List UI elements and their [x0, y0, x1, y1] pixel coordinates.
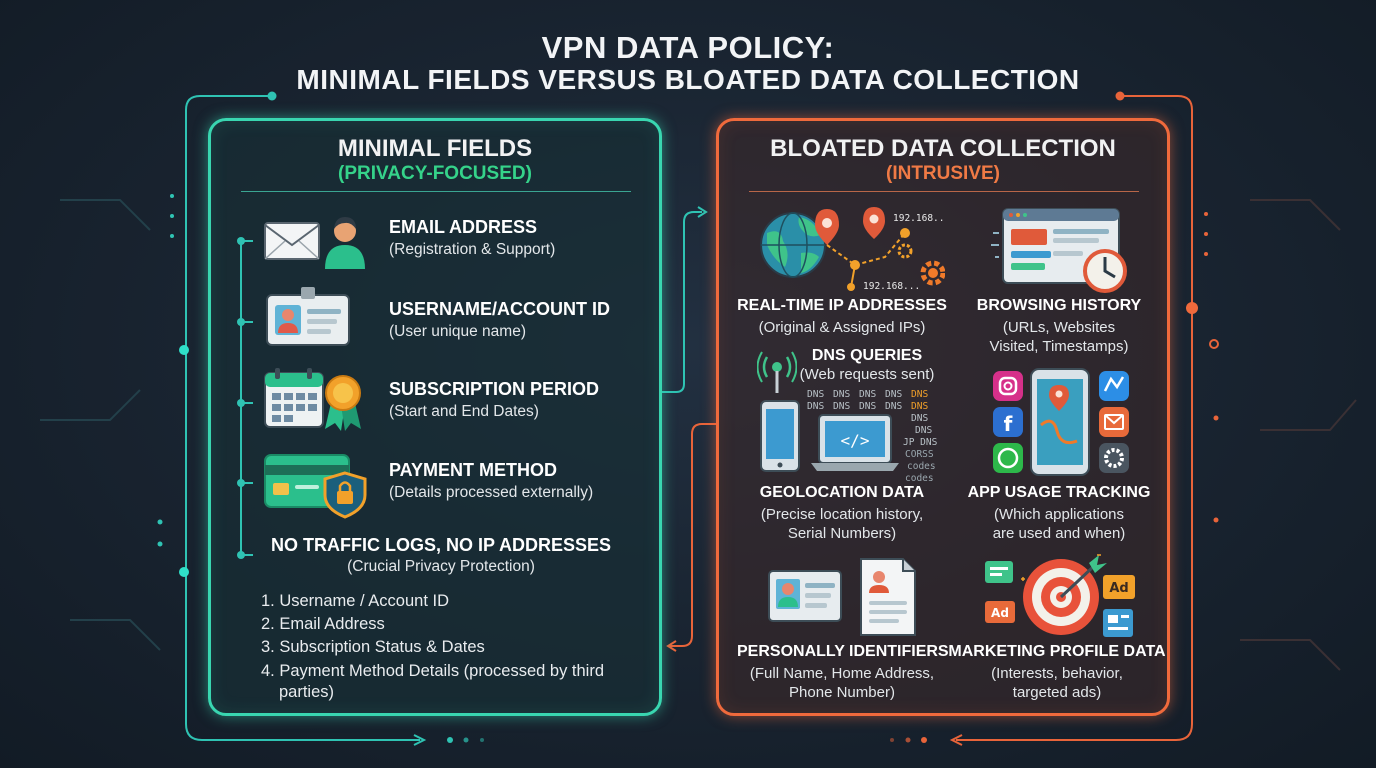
item-desc: (Precise location history,	[760, 506, 924, 523]
svg-text:DNS: DNS	[833, 401, 850, 412]
svg-text:DNS: DNS	[911, 389, 928, 400]
item-desc: (Interests, behavior,	[991, 665, 1123, 682]
item-connector-bracket	[237, 237, 253, 559]
target-ads-icon: Ad Ad	[985, 554, 1135, 637]
svg-text:DNS: DNS	[911, 413, 928, 424]
list-item: 1. Username / Account ID	[261, 592, 450, 610]
item-title: REAL-TIME IP ADDRESSES	[737, 297, 947, 314]
calendar-badge-icon	[264, 368, 361, 431]
id-card-icon	[266, 287, 350, 346]
svg-text:DNS: DNS	[885, 389, 902, 400]
svg-text:DNS: DNS	[859, 401, 876, 412]
item-desc: Visited, Timestamps)	[989, 338, 1129, 355]
bloated-data-panel: BLOATED DATA COLLECTION (INTRUSIVE) 192.…	[716, 118, 1170, 716]
item-desc: are used and when)	[992, 525, 1126, 542]
envelope-user-icon	[264, 217, 365, 269]
svg-text:codes: codes	[905, 473, 934, 481]
list-item: parties)	[279, 683, 335, 701]
item-title: SUBSCRIPTION PERIOD	[389, 379, 600, 399]
item-desc: (Full Name, Home Address,	[749, 665, 935, 682]
panel-divider	[749, 191, 1139, 192]
item-desc: Phone Number)	[789, 684, 895, 701]
svg-text:codes: codes	[907, 461, 936, 472]
minimal-fields-panel: MINIMAL FIELDS (PRIVACY-FOCUSED) EMAIL A…	[208, 118, 662, 716]
svg-text:CORSS: CORSS	[905, 449, 934, 460]
main-title-line2: MINIMAL FIELDS VERSUS BLOATED DATA COLLE…	[296, 64, 1080, 95]
item-title: EMAIL ADDRESS	[389, 217, 538, 237]
list-item: 2. Email Address	[261, 615, 385, 633]
panel-divider	[241, 191, 631, 192]
main-title-line1: VPN DATA POLICY:	[541, 30, 835, 65]
panel-subtitle: (PRIVACY-FOCUSED)	[338, 163, 532, 184]
antenna-icon	[757, 351, 797, 393]
svg-text:DNS: DNS	[807, 389, 824, 400]
svg-text:JP DNS: JP DNS	[903, 437, 938, 448]
item-desc: (URLs, Websites	[1002, 319, 1116, 336]
panel-title: BLOATED DATA COLLECTION	[770, 135, 1116, 162]
item-desc: (Details processed externally)	[389, 484, 594, 501]
globe-network-icon: 192.168... 192.168...	[760, 207, 945, 291]
svg-text:</>: </>	[841, 431, 870, 450]
credit-card-shield-icon	[264, 454, 367, 519]
item-title: PERSONALLY IDENTIFIERS	[737, 643, 949, 660]
item-title: PAYMENT METHOD	[389, 460, 558, 480]
svg-text:DNS: DNS	[911, 401, 928, 412]
ad-label: Ad	[1109, 581, 1128, 596]
item-desc: (Which applications	[993, 506, 1125, 523]
svg-text:DNS: DNS	[833, 389, 850, 400]
item-desc: (User unique name)	[389, 323, 526, 340]
panel-subtitle: (INTRUSIVE)	[886, 163, 1000, 184]
item-title: USERNAME/ACCOUNT ID	[389, 299, 611, 319]
item-desc: (Original & Assigned IPs)	[758, 319, 926, 336]
id-document-icon	[768, 558, 916, 636]
svg-text:DNS: DNS	[859, 389, 876, 400]
item-title: GEOLOCATION DATA	[759, 484, 925, 501]
panel-title: MINIMAL FIELDS	[337, 135, 533, 162]
svg-text:DNS: DNS	[807, 401, 824, 412]
svg-text:DNS: DNS	[885, 401, 902, 412]
list-item: 4. Payment Method Details (processed by …	[261, 662, 604, 680]
item-title: DNS QUERIES	[811, 347, 923, 364]
no-logs-title: NO TRAFFIC LOGS, NO IP ADDRESSES	[270, 535, 612, 555]
ip-label: 192.168...	[893, 213, 945, 224]
svg-text:DNS: DNS	[915, 425, 932, 436]
item-title: BROWSING HISTORY	[976, 297, 1142, 314]
browser-clock-icon	[991, 208, 1127, 293]
list-item: 3. Subscription Status & Dates	[261, 638, 485, 656]
svg-text:f: f	[1004, 412, 1013, 436]
ad-label: Ad	[991, 606, 1009, 620]
item-desc: (Registration & Support)	[389, 241, 556, 258]
ip-label: 192.168...	[863, 281, 920, 291]
item-desc: targeted ads)	[1012, 684, 1102, 701]
item-title: APP USAGE TRACKING	[967, 484, 1151, 501]
item-title: MARKETING PROFILE DATA	[948, 643, 1166, 660]
no-logs-desc: (Crucial Privacy Protection)	[347, 558, 535, 575]
phone-apps-icon: f	[993, 368, 1129, 476]
item-desc: (Start and End Dates)	[389, 403, 539, 420]
item-desc: (Web requests sent)	[799, 366, 935, 383]
item-desc: Serial Numbers)	[787, 525, 897, 542]
